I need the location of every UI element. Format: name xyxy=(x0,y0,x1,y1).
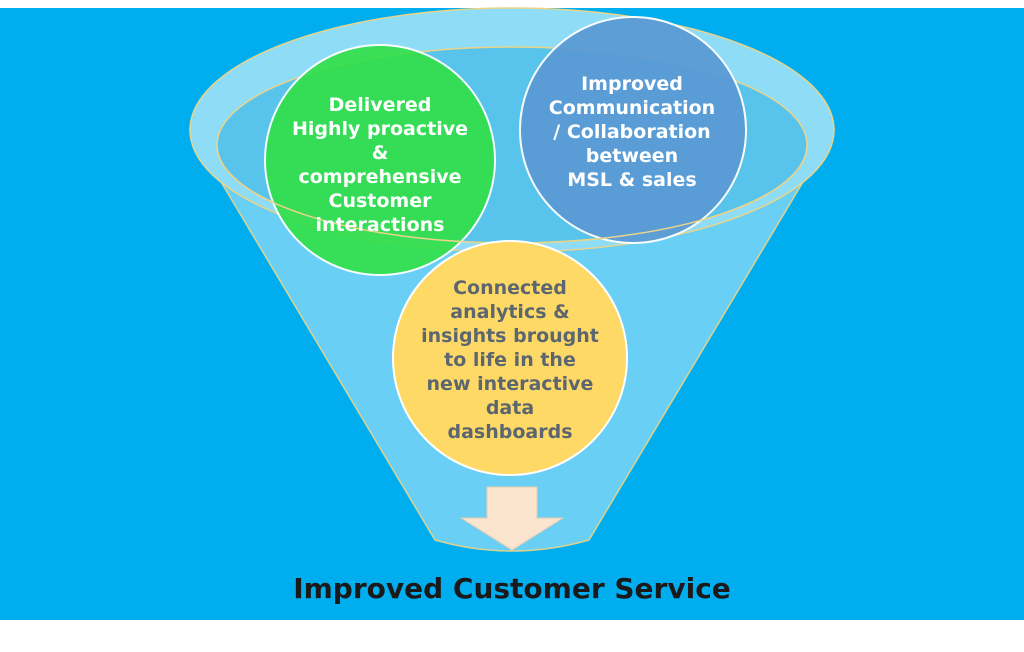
yellow-circle-text: Connected analytics & insights brought t… xyxy=(395,265,625,455)
green-circle xyxy=(264,44,496,276)
yellow-line: new interactive xyxy=(426,373,594,395)
green-line: interactions xyxy=(315,214,445,236)
green-circle-text: Delivered Highly proactive & comprehensi… xyxy=(270,80,490,250)
down-arrow-icon xyxy=(459,486,565,551)
blue-line: MSL & sales xyxy=(567,169,697,191)
green-line: comprehensive xyxy=(298,166,462,188)
green-line: Highly proactive xyxy=(291,118,469,140)
green-line: Customer xyxy=(328,190,432,212)
yellow-line: insights brought xyxy=(421,325,599,347)
yellow-circle xyxy=(392,240,628,476)
green-line: Delivered xyxy=(328,94,432,116)
blue-line: between xyxy=(585,145,679,167)
blue-line: Communication xyxy=(548,97,716,119)
blue-line: Improved xyxy=(581,73,683,95)
yellow-line: dashboards xyxy=(447,421,573,443)
green-line: & xyxy=(371,142,389,164)
yellow-line: Connected xyxy=(453,277,567,299)
yellow-line: data xyxy=(485,397,535,419)
yellow-line: analytics & xyxy=(450,301,570,323)
blue-circle xyxy=(519,16,747,244)
blue-line: / Collaboration xyxy=(553,121,711,143)
result-caption: Improved Customer Service xyxy=(293,572,731,605)
yellow-line: to life in the xyxy=(444,349,576,371)
blue-circle-text: Improved Communication / Collaboration b… xyxy=(522,62,742,202)
